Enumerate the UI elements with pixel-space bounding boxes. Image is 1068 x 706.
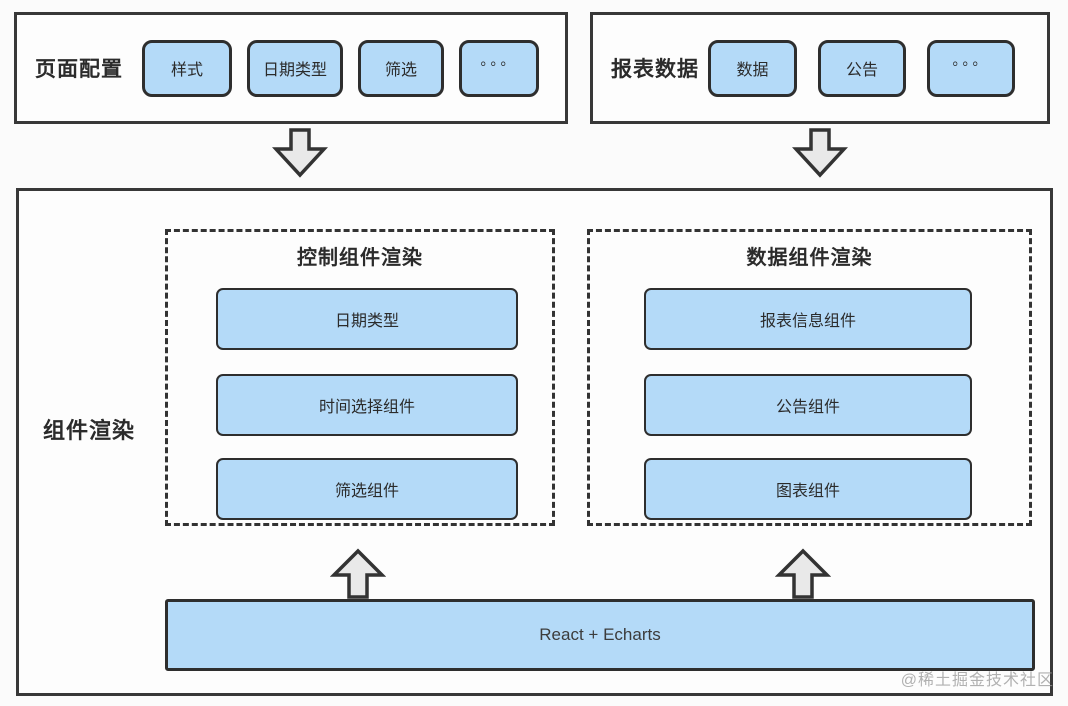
chip-style: 样式 (142, 39, 232, 97)
report-data-title: 报表数据 (611, 58, 699, 81)
node-chart: 图表组件 (644, 458, 972, 520)
ellipsis-chip: 。。。 (927, 39, 1015, 97)
up-arrow-icon (330, 548, 386, 599)
down-arrow-icon (272, 128, 328, 178)
up-arrow-icon (775, 548, 831, 599)
component-render-title: 组件渲染 (43, 418, 136, 443)
chip-announcement: 公告 (818, 39, 906, 97)
page-config-chip-row: 样式 日期类型 筛选 。。。 (142, 39, 539, 97)
watermark: @稀土掘金技术社区 (900, 672, 1054, 689)
chip-date-type: 日期类型 (247, 39, 343, 97)
control-group-title: 控制组件渲染 (297, 247, 423, 269)
ellipsis-chip: 。。。 (459, 39, 539, 97)
down-arrow-icon (792, 128, 848, 178)
node-report-info: 报表信息组件 (644, 288, 972, 350)
data-group: 数据组件渲染 报表信息组件 公告组件 图表组件 (587, 229, 1032, 526)
component-render-box: 组件渲染 控制组件渲染 日期类型 时间选择组件 筛选组件 数据组件渲染 报表信息… (16, 188, 1053, 696)
chip-filter: 筛选 (358, 39, 444, 97)
report-data-chip-row: 数据 公告 。。。 (708, 39, 1015, 97)
node-announcement: 公告组件 (644, 374, 972, 436)
page-config-title: 页面配置 (35, 58, 123, 81)
page-config-box: 页面配置 样式 日期类型 筛选 。。。 (14, 12, 568, 124)
data-group-title: 数据组件渲染 (746, 247, 873, 269)
node-filter: 筛选组件 (216, 458, 518, 520)
report-data-box: 报表数据 数据 公告 。。。 (590, 12, 1050, 124)
chip-data: 数据 (708, 39, 797, 97)
node-time-picker: 时间选择组件 (216, 374, 518, 436)
node-date-type: 日期类型 (216, 288, 518, 350)
foundation-bar: React + Echarts (165, 599, 1035, 671)
control-group: 控制组件渲染 日期类型 时间选择组件 筛选组件 (165, 229, 555, 526)
